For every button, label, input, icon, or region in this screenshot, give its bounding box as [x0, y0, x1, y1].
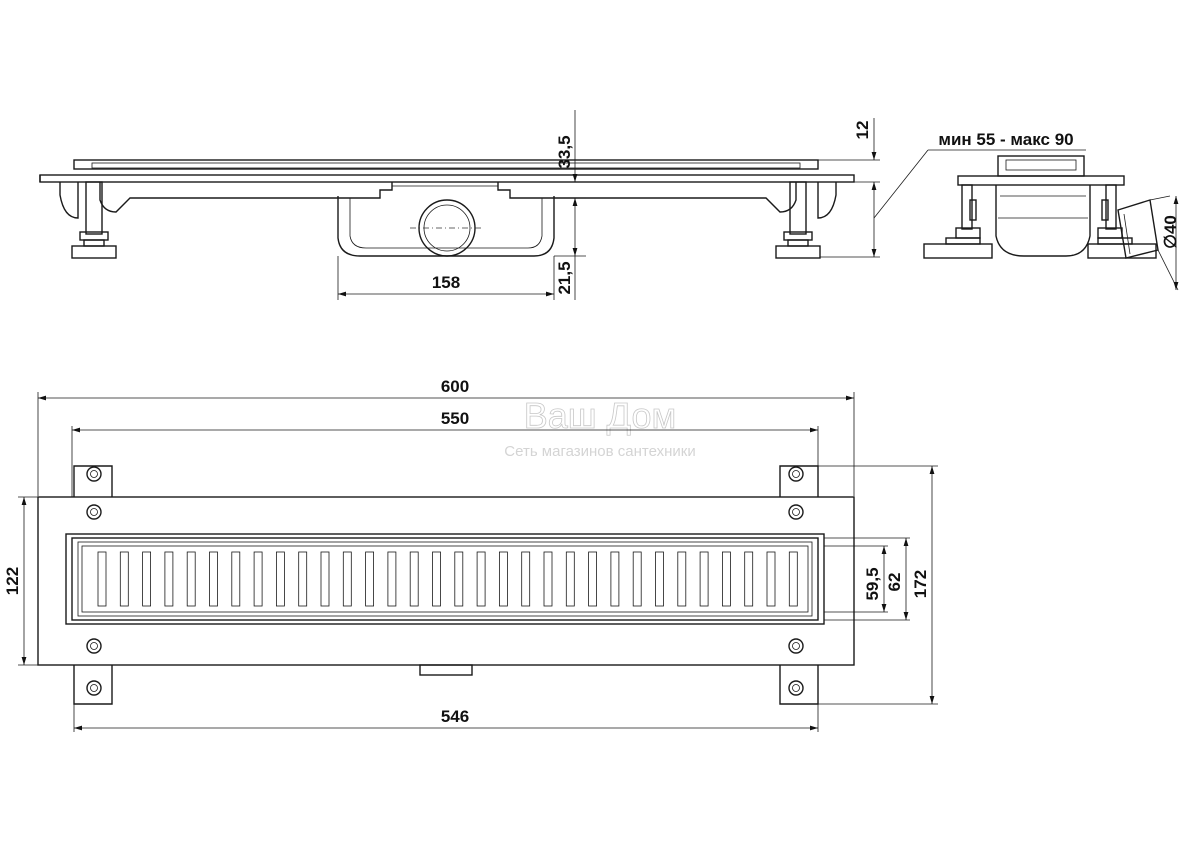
grate-slot	[164, 551, 174, 607]
dim-height-top: 33,5	[555, 135, 574, 168]
hole-icon	[86, 466, 102, 482]
side-grate-inner	[91, 162, 801, 169]
side-flange	[39, 174, 855, 183]
end-leg-left	[923, 184, 993, 259]
side-view: 33,5 21,5 158 12	[39, 110, 880, 300]
plan-view: 600 550	[3, 377, 938, 732]
grate-slot	[498, 551, 508, 607]
grate-slot	[409, 551, 419, 607]
side-grate	[73, 159, 819, 170]
grate-slot	[632, 551, 642, 607]
watermark: Ваш Дом Сеть магазинов сантехники	[504, 395, 695, 460]
grate-slot	[97, 551, 107, 607]
hole-icon	[788, 504, 804, 520]
watermark-tagline: Сеть магазинов сантехники	[504, 443, 695, 460]
dim-outlet-diameter: ∅40	[1161, 215, 1180, 249]
dim-height-bottom: 21,5	[555, 261, 574, 294]
side-channel-right	[497, 182, 797, 213]
side-channel-left	[99, 182, 393, 213]
plan-flange	[37, 496, 855, 666]
end-grate	[997, 155, 1085, 177]
plan-grate	[81, 545, 809, 613]
grate-slot	[320, 551, 330, 607]
grate-slot	[588, 551, 597, 607]
grate-slot	[543, 551, 553, 607]
dim-total-length: 600	[441, 377, 469, 396]
grate-slot	[454, 551, 464, 607]
hole-icon	[86, 680, 102, 696]
grate-slot	[253, 551, 263, 607]
grate-slot	[387, 551, 397, 607]
grate-slot	[365, 551, 375, 607]
side-leg-right	[775, 181, 821, 259]
side-leg-left	[71, 181, 117, 259]
grate-slot	[298, 551, 308, 607]
grate-slot	[722, 551, 731, 607]
mount-holes	[86, 466, 804, 696]
dim-frame: 12	[853, 121, 872, 140]
grate-slot	[744, 551, 754, 607]
grate-slot	[186, 551, 196, 607]
grate-slots	[97, 551, 798, 607]
grate-slot	[476, 551, 486, 607]
grate-slot	[699, 551, 709, 607]
grate-slot	[610, 551, 620, 607]
grate-slot	[766, 551, 776, 607]
side-right-lip	[817, 182, 837, 219]
grate-slot	[275, 551, 285, 607]
plan-outlet	[419, 664, 473, 676]
grate-slot	[142, 551, 152, 607]
dim-bracket-length: 546	[441, 707, 469, 726]
end-body	[995, 185, 1091, 257]
end-outlet	[1117, 199, 1159, 259]
grate-slot	[231, 551, 241, 607]
grate-slot	[209, 551, 218, 607]
height-range-label: мин 55 - макс 90	[938, 130, 1073, 149]
plan-grate-frame	[71, 537, 819, 621]
grate-slot	[342, 551, 352, 607]
end-view: мин 55 - макс 90	[873, 130, 1180, 291]
end-leg-right	[1087, 184, 1157, 259]
grate-slot	[432, 551, 441, 607]
side-left-lip	[59, 182, 79, 219]
dim-frame-width: 122	[3, 567, 22, 595]
plan-channel	[65, 533, 825, 625]
grate-slot	[655, 551, 664, 607]
hole-icon	[788, 466, 804, 482]
dim-bracket-width: 172	[911, 570, 930, 598]
end-flange	[957, 175, 1125, 186]
grate-slot	[119, 551, 129, 607]
grate-slot	[677, 551, 687, 607]
dim-grate-width: 59,5	[863, 567, 882, 600]
grate-slot	[565, 551, 575, 607]
hole-icon	[86, 504, 102, 520]
hole-icon	[788, 638, 804, 654]
dim-channel-length: 550	[441, 409, 469, 428]
dim-channel-width: 62	[885, 573, 904, 592]
dim-outlet-width: 158	[432, 273, 460, 292]
hole-icon	[86, 638, 102, 654]
grate-slot	[788, 551, 798, 607]
grate-slot	[521, 551, 531, 607]
hole-icon	[788, 680, 804, 696]
